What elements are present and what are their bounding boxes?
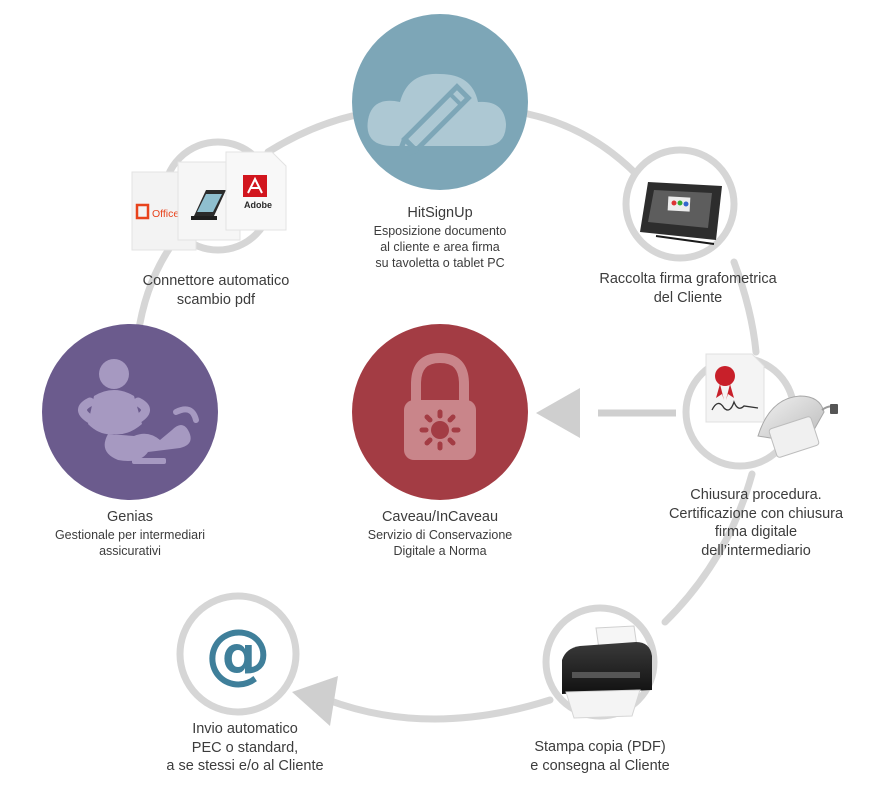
chiusura-label: Chiusura procedura. Certificazione con c… xyxy=(640,486,872,560)
ring-arc-stampa-invio xyxy=(324,696,554,723)
stampa-line-1: Stampa copia (PDF) xyxy=(534,739,666,755)
arrow-to-invio xyxy=(292,676,338,726)
connettore-label: Connettore automatico scambio pdf xyxy=(106,272,326,309)
stampa-label: Stampa copia (PDF) e consegna al Cliente xyxy=(500,738,700,775)
genias-label: Genias Gestionale per intermediari assic… xyxy=(20,508,240,559)
padlock-icon xyxy=(404,352,476,460)
ring-arc-chiusura-stampa xyxy=(661,470,756,626)
caveau-title: Caveau/InCaveau xyxy=(381,509,499,525)
office-logo-text: Office xyxy=(152,208,179,220)
genias-node[interactable] xyxy=(42,324,218,500)
connettore-line-1: Connettore automatico xyxy=(142,273,290,289)
stampa-line-2: e consegna al Cliente xyxy=(530,757,670,774)
chiusura-line-4: dell’intermediario xyxy=(701,542,811,559)
genias-title: Genias xyxy=(107,509,153,525)
connettore-node[interactable]: Office Adobe xyxy=(131,138,287,254)
sealed-document-icon xyxy=(705,353,765,423)
smart-card-reader-icon xyxy=(757,395,838,458)
cloud-pencil-icon xyxy=(367,73,506,160)
hitsignup-label: HitSignUp Esposizione documento al clien… xyxy=(340,204,540,271)
chiusura-node[interactable] xyxy=(682,353,838,470)
signature-pad-icon xyxy=(640,182,722,245)
chiusura-line-2: Certificazione con chiusura xyxy=(668,505,844,522)
invio-line-3: a se stessi e/o al Cliente xyxy=(166,758,324,775)
ring-arc-hitsignup-raccolta xyxy=(524,110,644,182)
raccolta-label: Raccolta firma grafometrica del Cliente xyxy=(570,270,806,307)
invio-line-2: PEC o standard, xyxy=(191,739,299,756)
scanner-doc-icon xyxy=(177,161,241,241)
hitsignup-line-1: Esposizione documento xyxy=(373,223,507,238)
genias-line-2: assicurativi xyxy=(99,543,161,558)
hitsignup-line-3: su tavoletta o tablet PC xyxy=(375,255,505,270)
printer-icon xyxy=(562,625,652,719)
raccolta-line-1: Raccolta firma grafometrica xyxy=(599,271,777,287)
arrow-to-caveau xyxy=(536,388,676,438)
genie-lamp-icon xyxy=(78,359,199,464)
raccolta-node[interactable] xyxy=(622,146,738,262)
invio-line-1: Invio automatico xyxy=(192,721,298,737)
genias-line-1: Gestionale per intermediari xyxy=(54,527,206,542)
invio-label: Invio automatico PEC o standard, a se st… xyxy=(130,720,360,776)
adobe-doc-icon: Adobe xyxy=(225,151,287,231)
hitsignup-node[interactable] xyxy=(352,14,528,190)
at-sign-icon: @ xyxy=(205,615,271,692)
workflow-ring xyxy=(134,110,760,723)
caveau-line-1: Servizio di Conservazione xyxy=(367,527,513,542)
caveau-line-2: Digitale a Norma xyxy=(393,543,487,558)
caveau-label: Caveau/InCaveau Servizio di Conservazion… xyxy=(330,508,550,559)
raccolta-line-2: del Cliente xyxy=(653,289,723,306)
ring-arc-raccolta-chiusura xyxy=(730,258,760,356)
invio-node[interactable]: @ xyxy=(176,592,300,716)
stampa-node[interactable] xyxy=(542,604,658,720)
hitsignup-title: HitSignUp xyxy=(407,205,473,221)
adobe-logo-text: Adobe xyxy=(244,200,272,210)
chiusura-line-3: firma digitale xyxy=(714,524,798,541)
connettore-line-2: scambio pdf xyxy=(176,291,256,308)
chiusura-line-1: Chiusura procedura. xyxy=(690,487,822,503)
hitsignup-line-2: al cliente e area firma xyxy=(380,239,500,254)
ring-arc-connettore-hitsignup xyxy=(264,112,356,156)
caveau-node[interactable] xyxy=(352,324,528,500)
